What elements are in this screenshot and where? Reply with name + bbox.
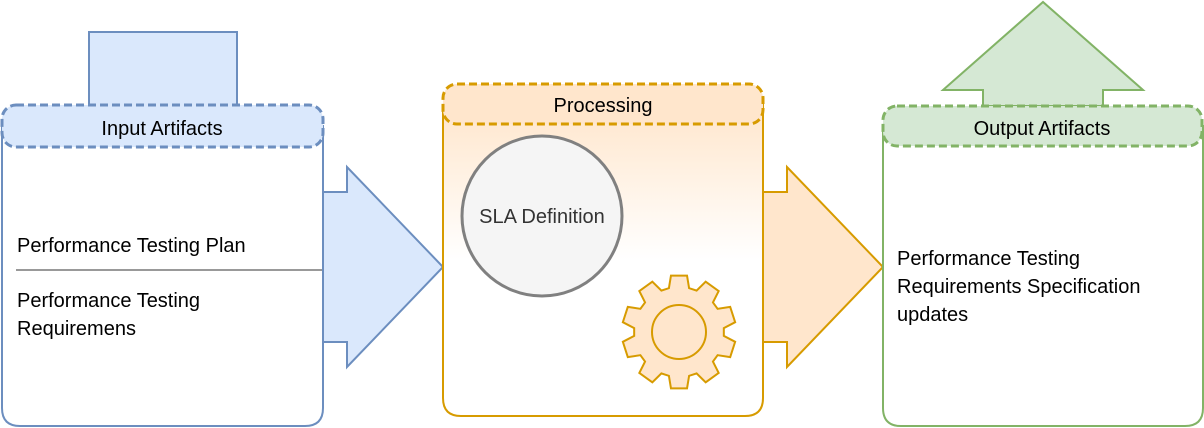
output-up-arrow-shape (940, 0, 1146, 107)
input-container (1, 125, 324, 427)
sla-definition-circle (460, 134, 624, 298)
input-item-plan: Performance Testing Plan (17, 235, 246, 257)
processing-group: Processing SLA Definition (441, 82, 765, 417)
output-text-line3: updates (897, 304, 968, 326)
arrow-input-to-processing (322, 164, 445, 370)
output-container (882, 125, 1204, 427)
gear-icon (621, 274, 737, 390)
input-header (0, 103, 325, 149)
input-item-requirements-line1: Performance Testing (17, 290, 200, 312)
input-tab-shape (88, 31, 238, 107)
arrow-processing-to-output (762, 164, 885, 370)
processing-header (441, 82, 765, 126)
input-title: Input Artifacts (101, 118, 222, 140)
output-artifacts-group: Output Artifacts Performance Testing Req… (881, 0, 1204, 427)
output-title: Output Artifacts (974, 118, 1111, 140)
output-header (881, 104, 1204, 148)
input-item-requirements-line2: Requiremens (17, 318, 136, 340)
input-artifacts-group: Input Artifacts Performance Testing Plan… (0, 31, 325, 427)
output-text-line2: Requirements Specification (897, 276, 1140, 298)
sla-definition-label: SLA Definition (479, 206, 605, 228)
output-text-line1: Performance Testing (897, 248, 1080, 270)
processing-title: Processing (554, 95, 653, 117)
